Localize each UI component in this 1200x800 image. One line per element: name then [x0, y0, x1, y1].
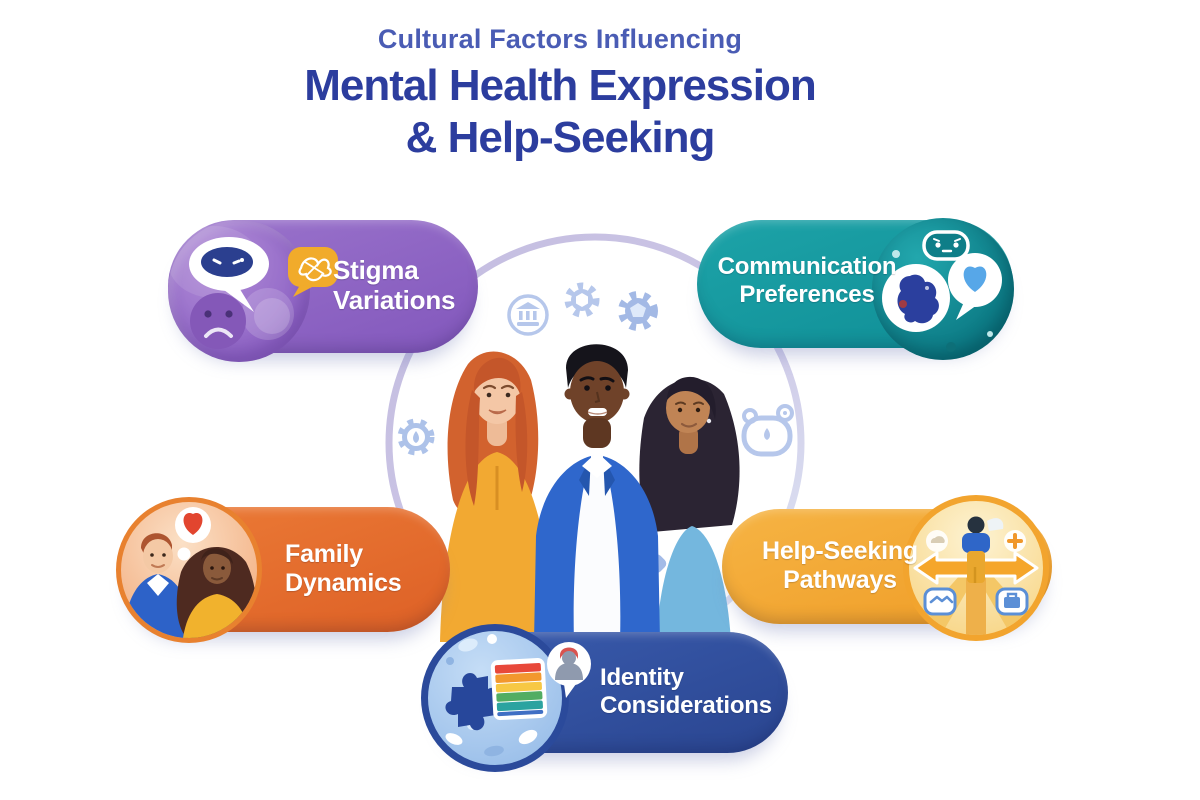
- page-title: Cultural Factors Influencing Mental Heal…: [0, 24, 1120, 163]
- node-communication-preferences: Communication Preferences: [697, 218, 1014, 360]
- thought-blob-icon: [242, 288, 294, 340]
- chat-bubbles-icon: [189, 237, 269, 312]
- alarm-clock-icon: [741, 404, 794, 457]
- person-silhouette-bubble-icon: [547, 642, 591, 698]
- sad-face-icon: [190, 293, 246, 349]
- node-stigma-variations: Stigma Variations: [168, 220, 478, 362]
- diverse-people-illustration: [440, 344, 740, 642]
- gear-icon: [564, 282, 600, 318]
- robot-chat-icon: [922, 230, 970, 261]
- node-label-line1: Family: [285, 540, 363, 568]
- tangled-thoughts-bubble-icon: [288, 247, 338, 297]
- communication-icon-badge: [872, 218, 1014, 360]
- gear-icon: [397, 418, 435, 456]
- node-label-line1: Communication: [717, 253, 897, 280]
- node-label-line2: Preferences: [739, 280, 875, 308]
- node-label-line1: Help-Seeking: [762, 537, 918, 565]
- node-label-line2: Dynamics: [285, 568, 402, 597]
- first-aid-kit-icon: [995, 587, 1029, 616]
- title-line-3: & Help-Seeking: [405, 113, 716, 162]
- node-label: Stigma Variations: [333, 255, 456, 316]
- node-help-seeking-pathways: Help-Seeking Pathways: [722, 495, 1052, 641]
- node-label-line1: Identity: [600, 664, 684, 691]
- node-identity-considerations: Identity Considerations: [421, 624, 788, 772]
- node-label: Family Dynamics: [285, 540, 402, 598]
- identity-icon-badge: [421, 624, 569, 772]
- node-label-line1: Stigma: [333, 255, 419, 285]
- puzzle-piece-icon: [445, 672, 502, 731]
- person-center-man: [534, 344, 660, 642]
- heart-thought-bubble-icon: [175, 507, 211, 561]
- person-right-woman: [639, 376, 740, 642]
- title-line-2: Mental Health Expression: [304, 61, 816, 110]
- person-left-woman: [440, 351, 555, 642]
- title-line-1: Cultural Factors Influencing: [377, 24, 743, 54]
- help-seeking-icon-badge: [903, 495, 1049, 641]
- node-label: Communication Preferences: [707, 253, 907, 308]
- rainbow-stripes-icon: [490, 658, 548, 721]
- node-label: Help-Seeking Pathways: [734, 537, 946, 595]
- node-label: Identity Considerations: [600, 664, 772, 719]
- handshake-icon: [923, 587, 957, 616]
- couple-icon: [123, 533, 257, 638]
- temple-icon: [507, 294, 549, 336]
- gear-icon: [618, 291, 658, 331]
- heart-chat-bubble-icon: [948, 253, 1002, 320]
- person-blob-icon: [882, 264, 950, 332]
- node-label-line2: Considerations: [600, 691, 772, 719]
- node-label-line2: Pathways: [783, 565, 897, 594]
- family-icon-badge: [116, 497, 262, 643]
- node-label-line2: Variations: [333, 284, 456, 315]
- stigma-icon-badge: [168, 220, 310, 362]
- node-family-dynamics: Family Dynamics: [116, 497, 450, 643]
